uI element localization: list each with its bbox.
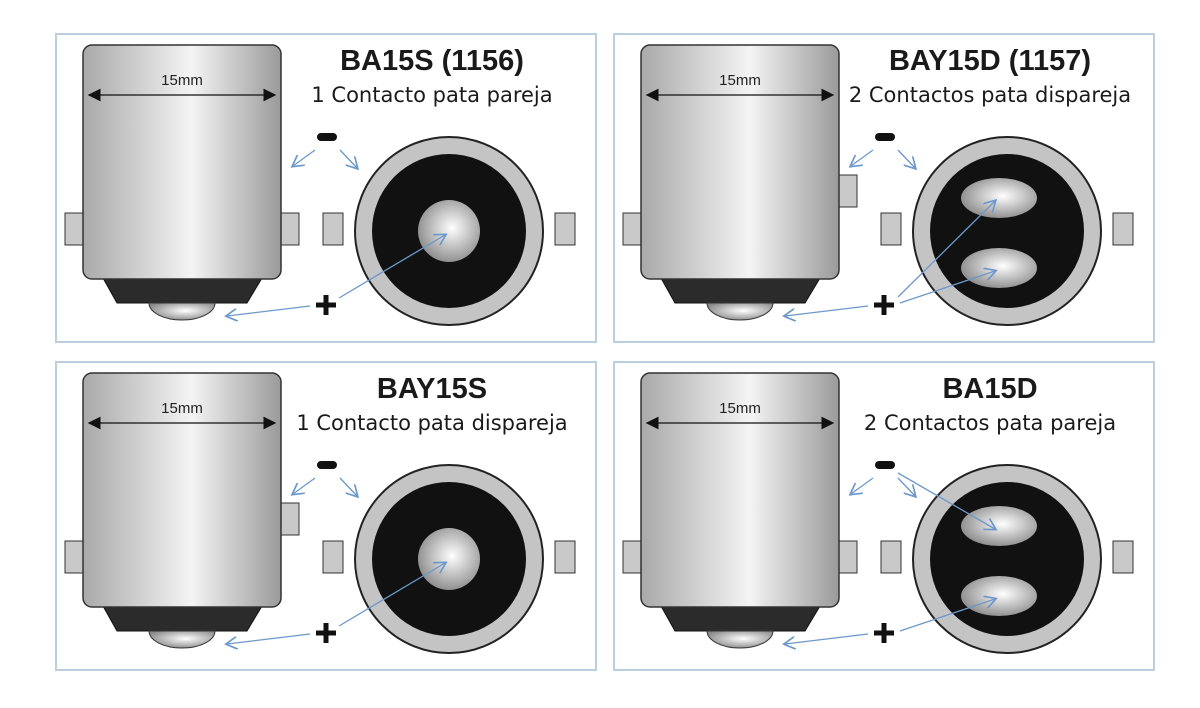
dimension-label: 15mm: [719, 72, 761, 89]
dimension-label: 15mm: [719, 400, 761, 417]
arrow-minus-body: [293, 149, 316, 166]
socket-left-pin: [880, 212, 902, 246]
base-contact: [706, 302, 774, 321]
bulb-diagram: [64, 44, 576, 326]
base-contact: [148, 302, 216, 321]
bulb-diagram: [622, 44, 1134, 326]
bulb-body: [640, 44, 840, 280]
right-pin: [838, 540, 858, 574]
minus-icon: [317, 461, 337, 469]
arrow-minus-body: [851, 149, 874, 166]
base-insulator: [660, 277, 821, 304]
socket-subtitle: 1 Contacto pata pareja: [311, 83, 553, 107]
socket-left-pin: [880, 540, 902, 574]
right-pin: [280, 502, 300, 536]
dimension-label: 15mm: [161, 400, 203, 417]
lower-contact: [961, 248, 1037, 288]
bulb-body: [82, 44, 282, 280]
socket-subtitle: 2 Contactos pata dispareja: [848, 83, 1132, 107]
arrow-minus-ring: [339, 149, 357, 168]
base-insulator: [660, 605, 821, 632]
minus-icon: [875, 461, 895, 469]
panel-bay15d: 15mm BAY15D (1157) 2 Contactos pata dispar…: [613, 33, 1155, 343]
dimension-label: 15mm: [161, 72, 203, 89]
plus-icon: [874, 623, 894, 643]
arrow-plus-contact: [338, 563, 445, 627]
arrow-minus-ring: [339, 477, 357, 496]
bulb-diagram: [622, 372, 1134, 654]
minus-icon: [875, 133, 895, 141]
socket-subtitle: 2 Contactos pata pareja: [863, 411, 1117, 435]
upper-contact: [961, 178, 1037, 218]
arrow-plus-contact: [338, 235, 445, 299]
arrow-plus-base: [785, 305, 869, 316]
socket-title: BAY15D (1157): [888, 45, 1092, 77]
arrow-plus-lower: [899, 599, 995, 632]
arrow-plus-base: [227, 633, 311, 644]
socket-left-pin: [322, 212, 344, 246]
socket-right-pin: [1112, 540, 1134, 574]
socket-left-pin: [322, 540, 344, 574]
arrow-minus-upper: [897, 472, 995, 529]
upper-contact: [961, 506, 1037, 546]
arrow-plus-base: [785, 633, 869, 644]
socket-subtitle: 1 Contacto pata dispareja: [296, 411, 568, 435]
arrow-minus-ring: [897, 149, 915, 168]
arrow-plus-lower: [899, 271, 995, 304]
center-contact: [418, 528, 480, 590]
left-pin: [622, 212, 642, 246]
plus-icon: [316, 623, 336, 643]
bulb-body: [640, 372, 840, 608]
panel-ba15s: 15mm BA15S (1156) 1 Contacto pata pareja: [55, 33, 597, 343]
base-contact: [148, 630, 216, 649]
lower-contact: [961, 576, 1037, 616]
right-pin: [838, 174, 858, 208]
left-pin: [64, 540, 84, 574]
base-insulator: [102, 277, 263, 304]
left-pin: [622, 540, 642, 574]
arrow-minus-body: [293, 477, 316, 494]
left-pin: [64, 212, 84, 246]
panel-bay15s: 15mm BAY15S 1 Contacto pata dispareja: [55, 361, 597, 671]
arrow-minus-body: [851, 477, 874, 494]
right-pin: [280, 212, 300, 246]
socket-right-pin: [554, 212, 576, 246]
socket-title: BAY15S: [376, 373, 488, 405]
base-insulator: [102, 605, 263, 632]
plus-icon: [874, 295, 894, 315]
socket-title: BA15S (1156): [340, 45, 524, 77]
socket-title: BA15D: [942, 373, 1038, 405]
base-contact: [706, 630, 774, 649]
socket-right-pin: [1112, 212, 1134, 246]
socket-right-pin: [554, 540, 576, 574]
bulb-body: [82, 372, 282, 608]
panel-ba15d: 15mm BA15D 2 Contactos pata pareja: [613, 361, 1155, 671]
arrow-plus-base: [227, 305, 311, 316]
arrow-minus-ring: [897, 477, 915, 496]
bulb-diagram: [64, 372, 576, 654]
plus-icon: [316, 295, 336, 315]
minus-icon: [317, 133, 337, 141]
center-contact: [418, 200, 480, 262]
arrow-plus-upper: [897, 201, 995, 298]
